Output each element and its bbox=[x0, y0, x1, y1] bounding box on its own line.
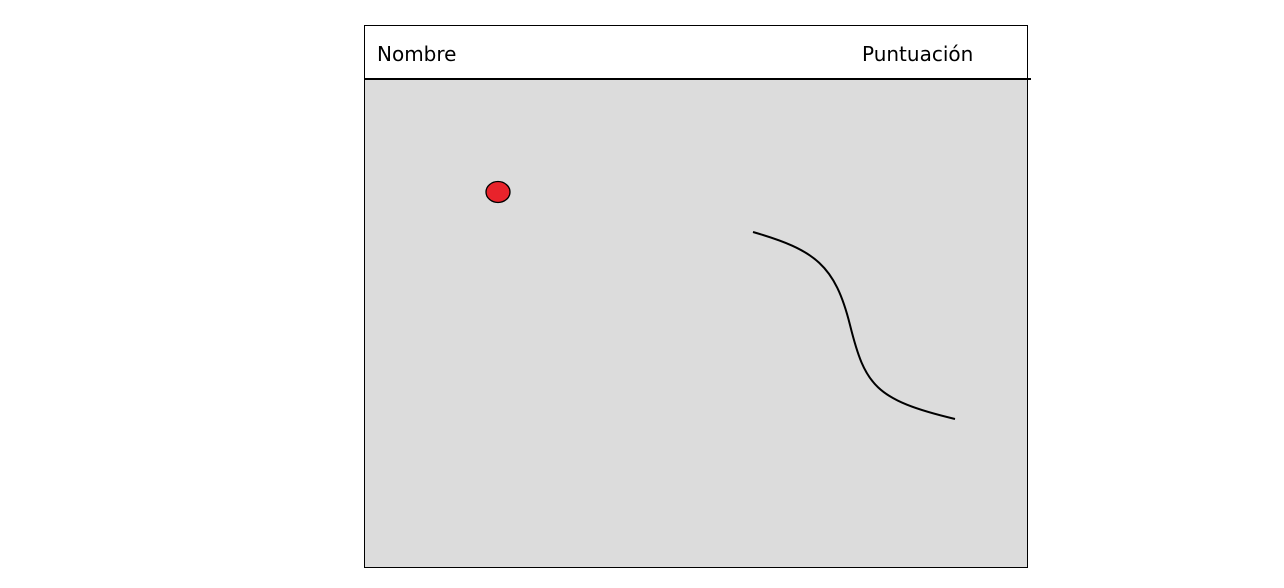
header-divider bbox=[365, 78, 1031, 80]
trail-curve bbox=[752, 231, 956, 420]
score-label: Puntuación bbox=[862, 42, 974, 66]
game-window: Nombre Puntuación bbox=[364, 25, 1031, 568]
play-area[interactable] bbox=[365, 80, 1027, 567]
ball-icon bbox=[485, 180, 511, 204]
play-area-canvas bbox=[485, 180, 956, 420]
player-name-label: Nombre bbox=[377, 42, 457, 66]
score-header: Nombre Puntuación bbox=[365, 26, 1027, 79]
